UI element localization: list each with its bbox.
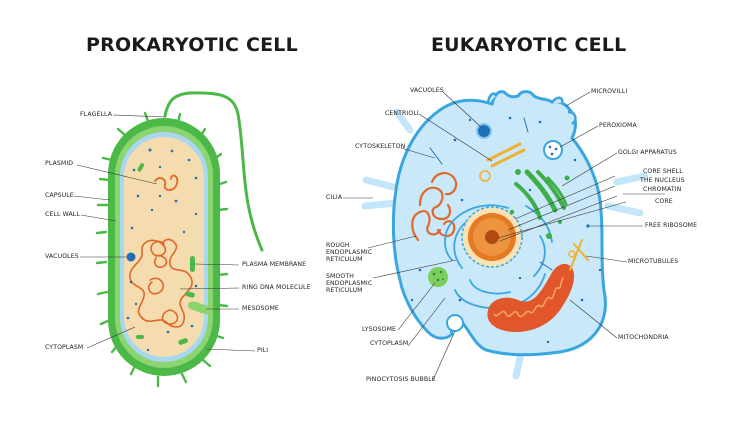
label-cytoplasm-euk: CYTOPLASM <box>370 340 409 347</box>
label-rough-er-2: ENDOPLASMIC <box>326 249 373 256</box>
peroxisome-dots <box>548 145 558 156</box>
prokaryotic-title: PROKARYOTIC CELL <box>86 34 298 56</box>
label-golgi-apparatus: GOLGI APPARATUS <box>618 149 677 156</box>
label-smooth-er-1: SMOOTH <box>326 273 355 280</box>
eukaryotic-cell <box>361 90 649 380</box>
label-mitochondria: MITOCHONDRIA <box>618 334 669 341</box>
ring-dna-molecule <box>129 238 193 328</box>
nucleus-core <box>485 230 499 244</box>
cytoskeleton <box>429 117 553 271</box>
free-ribosomes <box>410 116 602 344</box>
eukaryotic-leader-lines <box>343 91 665 381</box>
label-smooth-er-2: ENDOPLASMIC <box>326 280 373 287</box>
label-smooth-er-3: RETICULUM <box>326 287 363 294</box>
label-the-nucleus: THE NUCLEUS <box>640 177 685 184</box>
centrioles <box>486 142 526 168</box>
microtubules <box>569 239 589 271</box>
inclusions <box>136 163 195 345</box>
centriole-ring <box>479 170 491 182</box>
label-pili: PILI <box>257 347 269 354</box>
label-microvilli: MICROVILLI <box>591 88 628 95</box>
label-core: CORE <box>655 198 673 205</box>
label-chromatin: CHROMATIN <box>643 186 682 193</box>
prokaryotic-leader-lines <box>73 114 256 352</box>
label-vacuoles-euk: VACUOLES <box>410 87 444 94</box>
mitochondria <box>487 263 575 332</box>
plasmid <box>154 174 179 191</box>
label-peroxioma: PEROXIOMA <box>599 122 637 129</box>
label-cytoskeleton: CYTOSKELETON <box>355 143 406 150</box>
flagellum <box>163 91 264 252</box>
pinocytosis-bubble <box>446 314 464 332</box>
mitochondria-cristae <box>493 277 565 318</box>
label-cell-wall: CELL WALL <box>45 211 80 218</box>
label-cytoplasm-pro: CYTOPLASM <box>45 344 84 351</box>
mesosome <box>187 301 208 314</box>
ribosomes <box>126 148 198 352</box>
label-microtubules: MICROTUBULES <box>628 258 679 265</box>
microvilli <box>486 92 577 126</box>
label-flagella: FLAGELLA <box>80 111 113 118</box>
label-pinocytosis-bubble: PINOCYTOSIS BUBBLE <box>366 376 436 383</box>
label-capsule: CAPSULE <box>45 192 74 199</box>
peroxisome <box>543 140 563 160</box>
label-lysosome: LYSOSOME <box>362 326 397 333</box>
label-mesosome: MESOSOME <box>242 305 279 312</box>
label-free-ribosome: FREE RIBOSOME <box>645 222 698 229</box>
label-vacuoles-pro: VACUOLES <box>45 253 79 260</box>
eukaryotic-title: EUKARYOTIC CELL <box>431 34 627 56</box>
label-ring-dna-molecule: RING DNA MOLECULE <box>242 284 311 291</box>
label-core-shell: CORE SHELL <box>643 168 683 175</box>
label-plasma-membrane: PLASMA MEMBRANE <box>242 261 307 268</box>
lysosome-dots <box>432 270 444 282</box>
label-centrioli: CENTRIOLI <box>385 110 419 117</box>
vacuole <box>126 252 136 262</box>
microtubule-ring <box>568 250 576 258</box>
lysosome <box>428 267 448 287</box>
label-plasmid: PLASMID <box>45 160 74 167</box>
vacuole-large <box>476 123 492 139</box>
label-cilia: CILIA <box>326 194 343 201</box>
label-rough-er-1: ROUGH <box>326 242 350 249</box>
cilia <box>361 108 649 380</box>
prokaryotic-cell <box>95 91 264 388</box>
golgi-vesicles <box>509 169 570 239</box>
golgi-apparatus <box>514 169 568 220</box>
label-rough-er-3: RETICULUM <box>326 256 363 263</box>
rough-er <box>411 172 458 242</box>
